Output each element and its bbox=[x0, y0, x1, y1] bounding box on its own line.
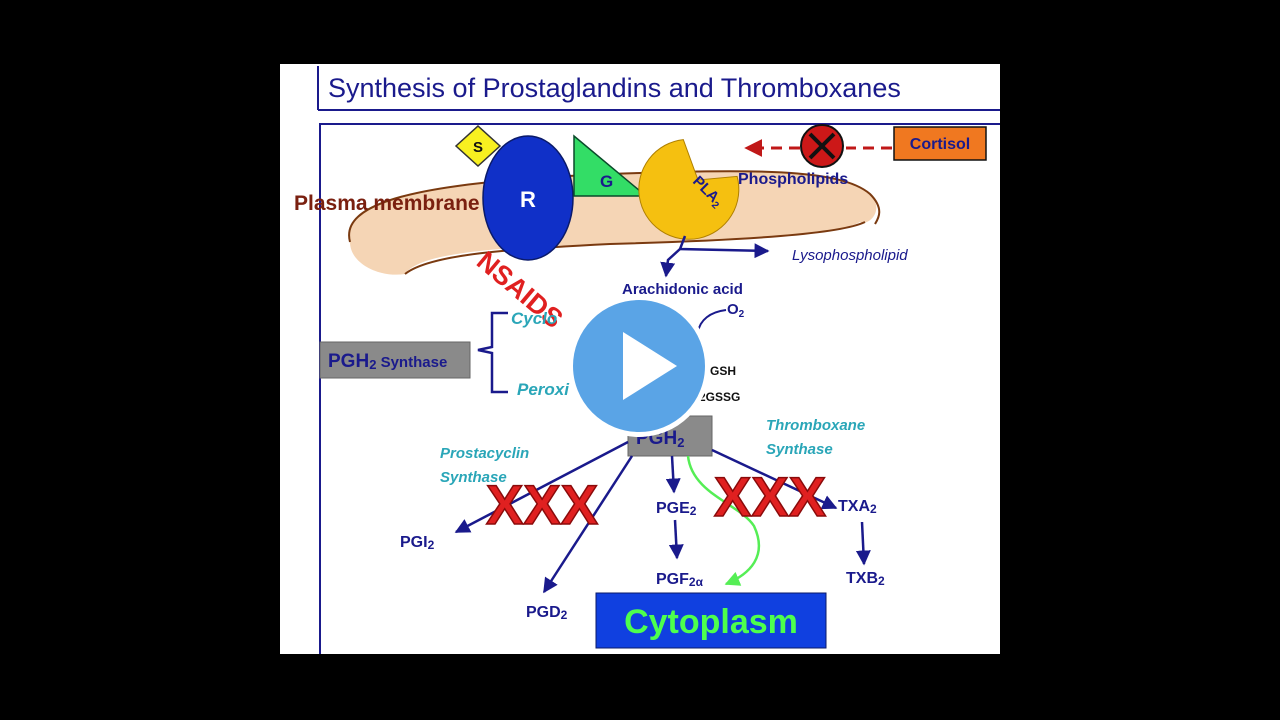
pge2-arrow bbox=[665, 455, 681, 494]
pgi2-arrow bbox=[454, 440, 629, 534]
phospholipids-label: Phospholipids bbox=[738, 171, 848, 188]
page-title: Synthesis of Prostaglandins and Thrombox… bbox=[328, 73, 901, 103]
title-box: Synthesis of Prostaglandins and Thrombox… bbox=[317, 66, 1000, 111]
pgi2-label: PGI2 bbox=[400, 534, 435, 552]
content-frame bbox=[319, 123, 1000, 654]
prostacyclin-label: Prostacyclin bbox=[440, 445, 529, 462]
pgd2-label: PGD2 bbox=[526, 604, 568, 622]
pgd2-arrow bbox=[542, 455, 634, 594]
cytoplasm-box: Cytoplasm bbox=[595, 592, 827, 649]
thromboxane-block-xxx: XXX bbox=[714, 465, 826, 528]
pgf2a-label: PGF2α bbox=[656, 571, 704, 589]
blocked-x-icon bbox=[800, 124, 844, 168]
receptor-label: R bbox=[520, 187, 536, 212]
pla2-enzyme: PLA2 bbox=[638, 139, 740, 240]
prostacyclin-block-xxx: XXX bbox=[486, 473, 598, 536]
txa2-arrow bbox=[711, 448, 838, 510]
receptor: R bbox=[482, 135, 574, 261]
txb2-label: TXB2 bbox=[846, 570, 885, 588]
thromboxane-synthase-label: Synthase bbox=[766, 441, 833, 458]
gssg-label: 2GSSG bbox=[699, 390, 740, 404]
lysophospholipid-label: Lysophospholipid bbox=[792, 247, 908, 264]
prostacyclin-synthase-label: Synthase bbox=[440, 469, 507, 486]
cortisol-box: Cortisol bbox=[893, 126, 987, 161]
slide: Synthesis of Prostaglandins and Thrombox… bbox=[280, 64, 1000, 654]
txa2-label: TXA2 bbox=[838, 498, 877, 516]
play-icon bbox=[623, 332, 677, 400]
pge2-label: PGE2 bbox=[656, 500, 697, 518]
play-button[interactable] bbox=[568, 295, 710, 437]
gsh-label: GSH bbox=[710, 364, 736, 378]
g-protein-label: G bbox=[600, 172, 613, 191]
arachidonic-acid-label: Arachidonic acid bbox=[622, 281, 743, 298]
green-conversion-arrow bbox=[686, 455, 761, 586]
thromboxane-label: Thromboxane bbox=[766, 417, 865, 434]
pgf2a-arrow bbox=[668, 519, 684, 560]
signal-s-label: S bbox=[473, 139, 483, 156]
signal-diamond: S bbox=[454, 124, 502, 168]
plasma-membrane-label: Plasma membrane bbox=[294, 192, 480, 215]
o2-label: O2 bbox=[727, 301, 745, 320]
pgh2-synthase-label: PGH2 Synthase bbox=[328, 351, 447, 372]
cyclooxygenase-label: Cyclo bbox=[511, 309, 557, 328]
cytoplasm-label: Cytoplasm bbox=[624, 603, 798, 641]
peroxidase-label: Peroxi bbox=[517, 380, 570, 399]
cortisol-label: Cortisol bbox=[910, 136, 970, 153]
arachidonic-arrow bbox=[660, 248, 681, 278]
g-protein: G bbox=[573, 134, 649, 197]
enzyme-bracket bbox=[477, 311, 508, 394]
txb2-arrow bbox=[855, 521, 871, 566]
pgh2-synthase-box: PGH2 Synthase bbox=[319, 341, 471, 379]
